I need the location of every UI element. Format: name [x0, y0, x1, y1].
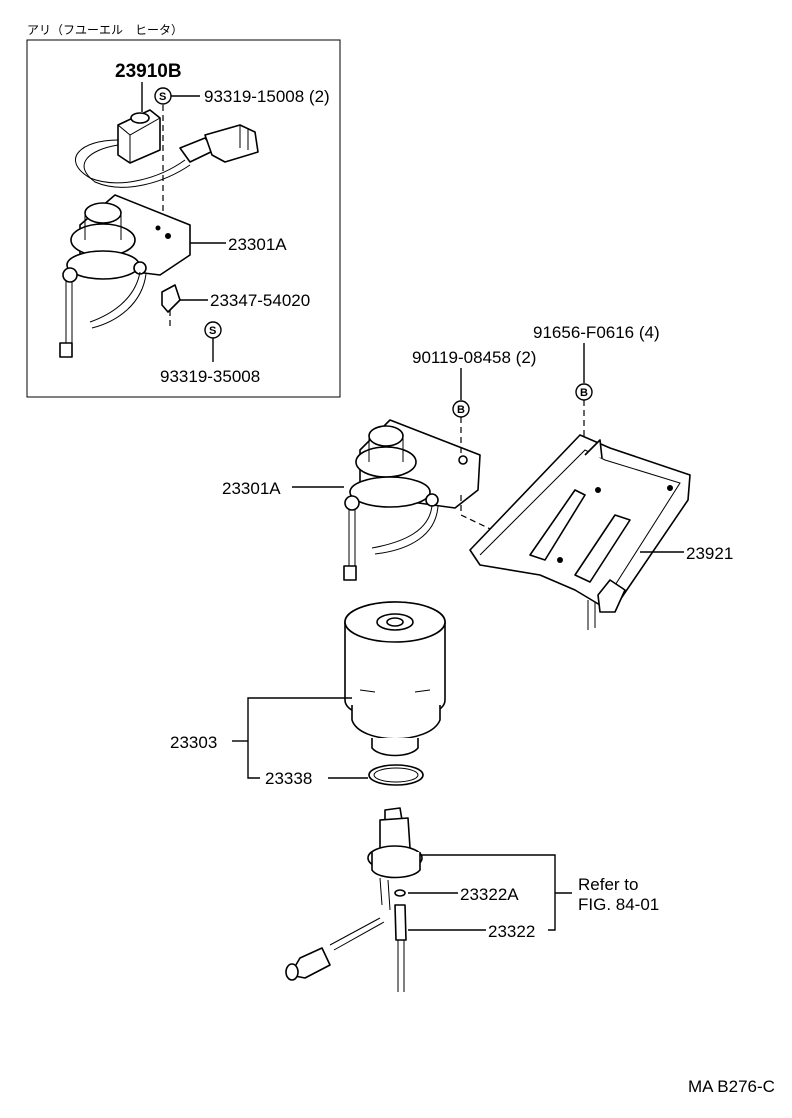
switch-assembly-drawing: [285, 807, 423, 992]
label-23338: 23338: [265, 769, 312, 788]
label-93319-15008: 93319-15008 (2): [204, 87, 330, 106]
gasket-23338-drawing: [368, 764, 424, 786]
label-91656-f0616: 91656-F0616 (4): [533, 323, 660, 342]
inset-head-drawing: [59, 194, 191, 358]
inset-panel: アリ（フユーエル ヒータ）: [26, 23, 341, 398]
symbol-s-text-lower: S: [209, 325, 216, 337]
label-23921: 23921: [686, 544, 733, 563]
label-23322a: 23322A: [460, 885, 519, 904]
label-23347-54020: 23347-54020: [210, 291, 310, 310]
label-23322: 23322: [488, 922, 535, 941]
label-23301a-main: 23301A: [222, 479, 281, 498]
refer-note-line1: Refer to: [578, 875, 638, 894]
label-23303: 23303: [170, 733, 217, 752]
label-23301a-inset: 23301A: [228, 235, 287, 254]
filter-23303-drawing: [344, 601, 446, 757]
symbol-s-text: S: [159, 91, 166, 103]
bracket-23921-drawing: [469, 434, 691, 630]
sensor-23910b-drawing: [75, 109, 259, 188]
refer-note-line2: FIG. 84-01: [578, 895, 659, 914]
symbol-b-text: B: [457, 404, 465, 416]
clamp-drawing: [161, 284, 181, 313]
label-90119-08458: 90119-08458 (2): [412, 348, 536, 367]
label-93319-35008: 93319-35008: [160, 367, 260, 386]
main-head-drawing: [343, 419, 481, 581]
figure-code: MA B276-C: [688, 1077, 775, 1096]
symbol-b-text-2: B: [580, 387, 588, 399]
label-23910b: 23910B: [115, 61, 182, 82]
inset-caption: アリ（フユーエル ヒータ）: [27, 23, 183, 37]
